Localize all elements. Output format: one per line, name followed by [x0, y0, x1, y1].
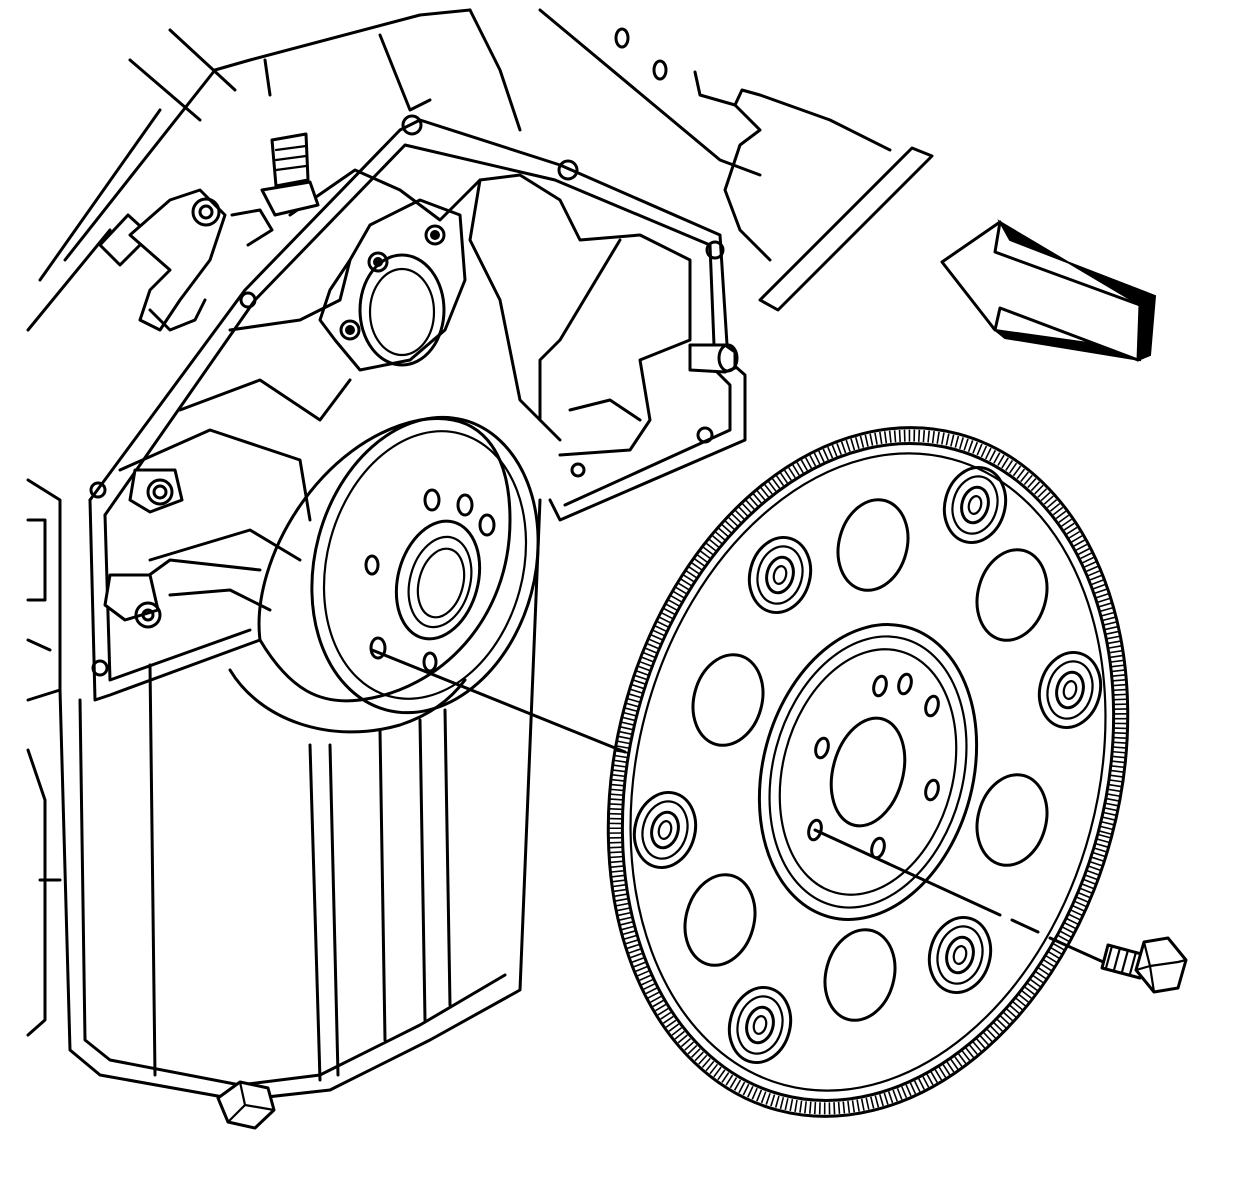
- flexplate-lightening-hole: [836, 498, 910, 592]
- flexplate-lightening-hole: [683, 873, 757, 967]
- view-arrow-icon: [940, 219, 1157, 362]
- alignment-lines: [370, 648, 1112, 967]
- flexplate: [606, 426, 1130, 1118]
- flexplate-converter-bolt-boss: [1037, 650, 1103, 730]
- flexplate-converter-bolt-boss: [927, 915, 993, 995]
- flexplate-converter-bolt-boss: [727, 985, 793, 1065]
- flexplate-bolt: [1100, 936, 1188, 994]
- flexplate-lightening-hole: [823, 928, 897, 1022]
- flexplate-converter-bolt-boss: [632, 790, 698, 870]
- oil-pan: [26, 498, 542, 1130]
- flexplate-lightening-hole: [975, 548, 1049, 642]
- crankshaft-rear-flange: [228, 415, 540, 734]
- engine-block: [26, 8, 934, 702]
- flexplate-lightening-hole: [691, 653, 765, 747]
- flexplate-lightening-hole: [975, 773, 1049, 867]
- flexplate-converter-bolt-boss: [942, 465, 1008, 545]
- flexplate-converter-bolt-boss: [747, 535, 813, 615]
